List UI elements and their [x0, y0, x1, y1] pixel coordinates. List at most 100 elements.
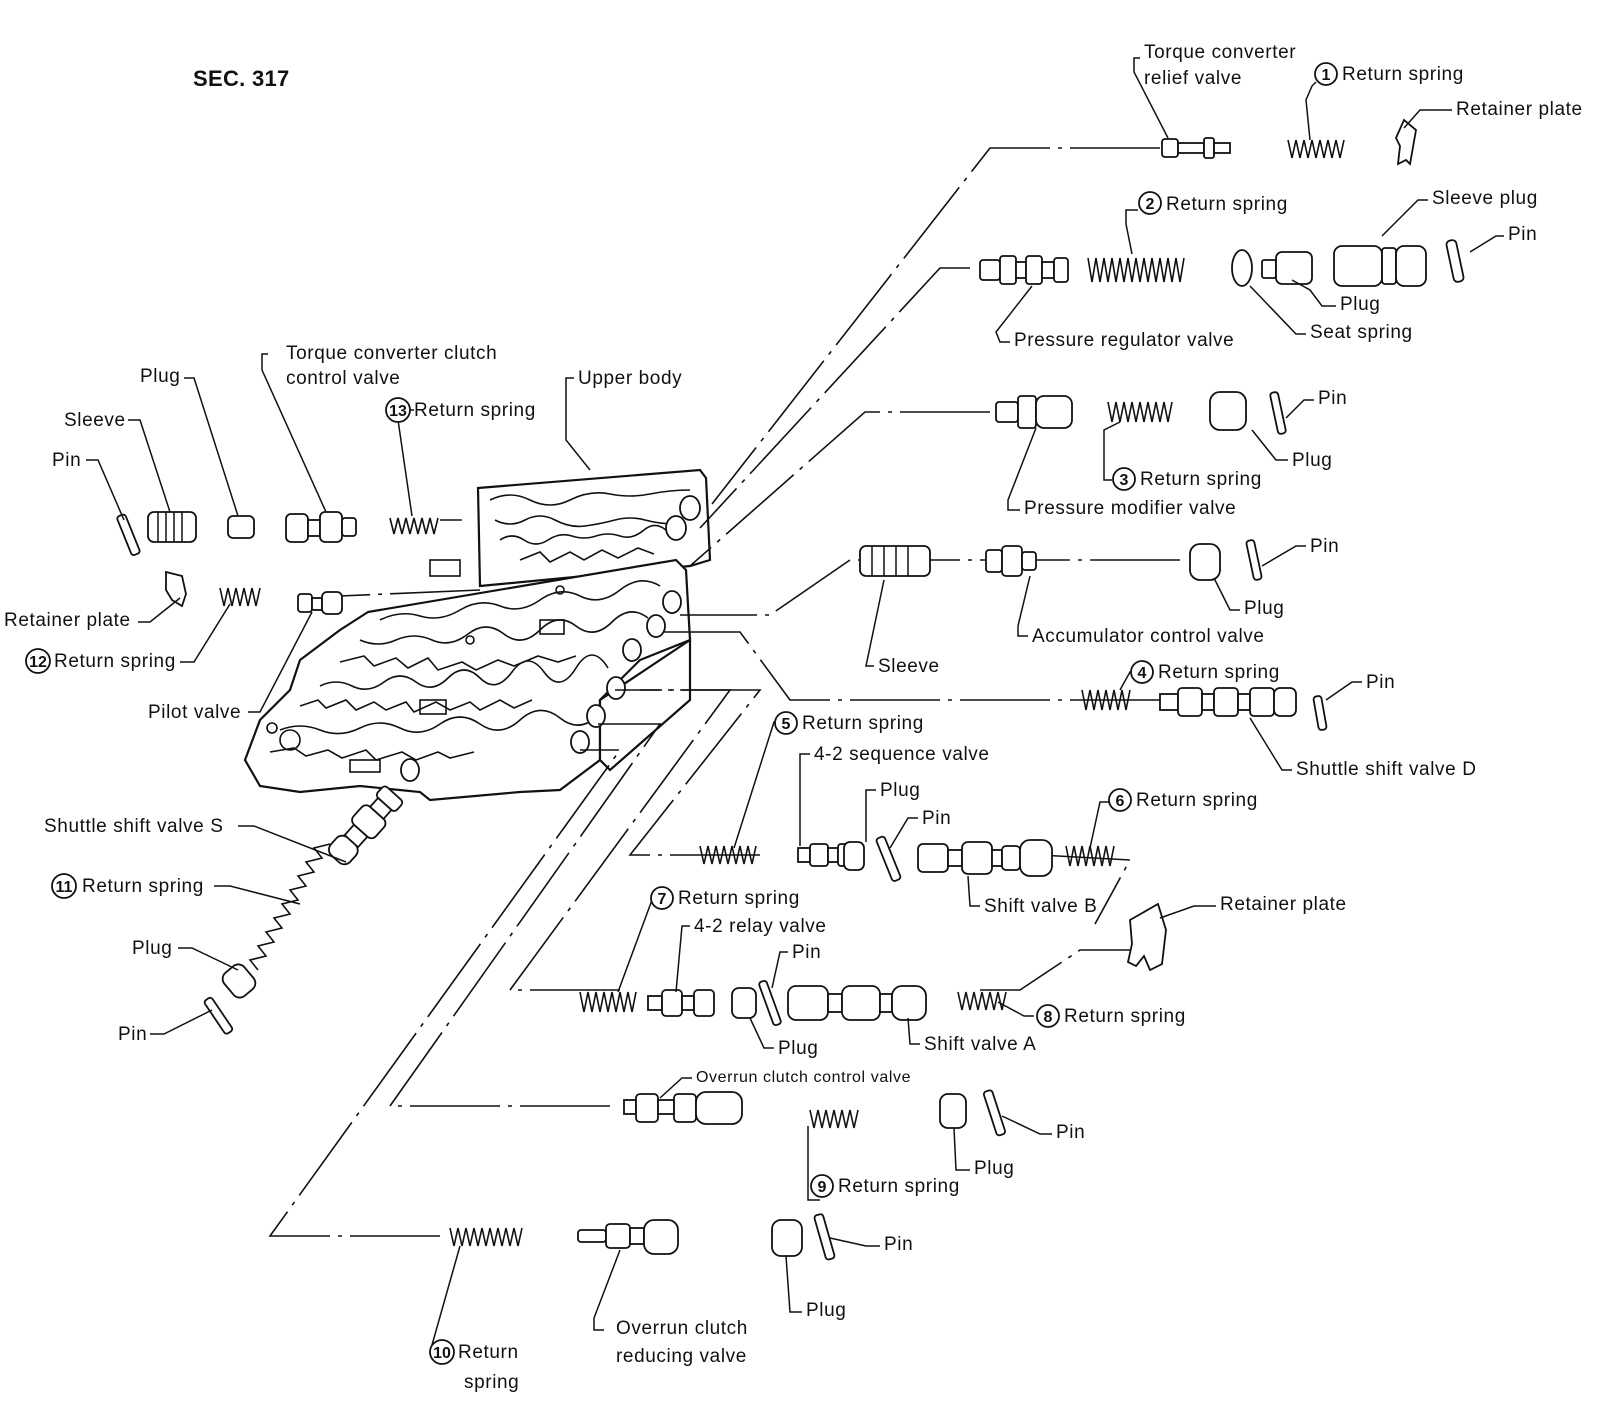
pin-pressure-modifier — [1269, 391, 1287, 435]
badge-4: 4 — [1130, 660, 1154, 684]
return-spring-6 — [1065, 845, 1115, 867]
return-spring-11 — [248, 843, 331, 971]
label-return-spring-10-1: Return — [458, 1342, 519, 1363]
label-overrun-clutch-reducing-1: Overrun clutch — [616, 1318, 748, 1339]
label-return-spring-5: Return spring — [802, 713, 924, 734]
badge-9: 9 — [810, 1174, 834, 1198]
label-sleeve-accumulator: Sleeve — [878, 656, 940, 677]
label-pressure-modifier-valve: Pressure modifier valve — [1024, 498, 1236, 519]
pin-relay — [758, 979, 782, 1027]
plug-sequence — [843, 841, 865, 871]
label-pin-overrun: Pin — [1056, 1122, 1085, 1143]
label-plug-shuttle-s: Plug — [132, 938, 172, 959]
label-return-spring-3: Return spring — [1140, 469, 1262, 490]
shuttle-shift-valve-s — [328, 785, 404, 866]
svg-text:3: 3 — [1120, 472, 1129, 489]
accumulator-sleeve — [859, 545, 931, 577]
pin-overrun — [982, 1089, 1006, 1137]
label-plug-relay: Plug — [778, 1038, 818, 1059]
pilot-valve — [297, 591, 343, 615]
svg-text:1: 1 — [1322, 67, 1331, 84]
pin-shuttle-s — [203, 996, 234, 1035]
label-return-spring-13: Return spring — [414, 400, 536, 421]
assembly-center-lines — [268, 147, 1180, 1237]
label-retainer-plate-left: Retainer plate — [4, 610, 131, 631]
plug-reducing — [771, 1219, 803, 1257]
badge-7: 7 — [650, 886, 674, 910]
plug-left — [227, 515, 255, 539]
badge-6: 6 — [1108, 788, 1132, 812]
shuttle-shift-valve-d — [1159, 687, 1297, 717]
pin-reducing — [813, 1213, 836, 1261]
label-return-spring-12: Return spring — [54, 651, 176, 672]
badge-1: 1 — [1314, 62, 1338, 86]
label-sequence-valve-4-2: 4-2 sequence valve — [814, 744, 990, 765]
return-spring-9 — [809, 1109, 859, 1129]
label-pin-pressure-modifier: Pin — [1318, 388, 1347, 409]
label-torque-converter-clutch-2: control valve — [286, 368, 400, 389]
label-relay-valve-4-2: 4-2 relay valve — [694, 916, 827, 937]
label-plug-reducing: Plug — [806, 1300, 846, 1321]
plug-accumulator — [1189, 543, 1221, 581]
label-overrun-clutch-control-valve: Overrun clutch control valve — [696, 1069, 911, 1086]
label-upper-body: Upper body — [578, 368, 682, 389]
pin-top — [1445, 239, 1465, 283]
label-overrun-clutch-reducing-2: reducing valve — [616, 1346, 747, 1367]
plug-relay — [731, 987, 757, 1019]
label-pin-sequence: Pin — [922, 808, 951, 829]
svg-text:8: 8 — [1044, 1009, 1053, 1026]
label-sleeve-left: Sleeve — [64, 410, 126, 431]
svg-text:5: 5 — [782, 716, 791, 733]
badge-3: 3 — [1112, 467, 1136, 491]
label-torque-converter-relief-2: relief valve — [1144, 68, 1242, 89]
overrun-clutch-reducing-valve — [577, 1219, 679, 1255]
badge-11: 11 — [51, 873, 77, 899]
label-return-spring-8: Return spring — [1064, 1006, 1186, 1027]
label-return-spring-10-2: spring — [464, 1372, 519, 1393]
svg-text:10: 10 — [433, 1345, 451, 1362]
plug-shuttle-s — [221, 963, 257, 999]
return-spring-8 — [957, 991, 1007, 1011]
label-retainer-plate-top: Retainer plate — [1456, 99, 1583, 120]
label-pin-shuttle-d: Pin — [1366, 672, 1395, 693]
badge-10: 10 — [429, 1339, 455, 1365]
torque-converter-clutch-control-valve — [285, 511, 357, 543]
label-return-spring-7: Return spring — [678, 888, 800, 909]
return-spring-13 — [389, 517, 439, 535]
pin-sequence — [875, 835, 902, 882]
label-seat-spring: Seat spring — [1310, 322, 1413, 343]
retainer-plate-mid — [1126, 902, 1167, 972]
relay-valve-4-2 — [647, 989, 715, 1017]
return-spring-7 — [579, 991, 637, 1013]
return-spring-3 — [1107, 401, 1173, 423]
svg-text:7: 7 — [658, 891, 667, 908]
badge-5: 5 — [774, 711, 798, 735]
return-spring-10 — [449, 1227, 523, 1247]
badge-13: 13 — [385, 397, 411, 423]
label-plug-accumulator: Plug — [1244, 598, 1284, 619]
callout-number-badges: 1 2 3 4 5 6 7 8 9 10 11 12 13 — [25, 62, 1338, 1365]
return-spring-12 — [219, 587, 261, 607]
label-pin-relay: Pin — [792, 942, 821, 963]
label-sleeve-plug: Sleeve plug — [1432, 188, 1538, 209]
pin-shuttle-d — [1312, 695, 1328, 731]
plug-pressure-modifier — [1209, 391, 1247, 431]
plug-pressure-regulator — [1261, 251, 1313, 285]
overrun-clutch-control-valve — [623, 1091, 743, 1125]
label-return-spring-6: Return spring — [1136, 790, 1258, 811]
label-torque-converter-clutch-1: Torque converter clutch — [286, 343, 497, 364]
svg-text:11: 11 — [56, 879, 73, 896]
label-pin-reducing: Pin — [884, 1234, 913, 1255]
label-plug-pressure-modifier: Plug — [1292, 450, 1332, 471]
svg-text:4: 4 — [1138, 665, 1147, 682]
upper-body-casting — [243, 468, 712, 802]
label-torque-converter-relief-1: Torque converter — [1144, 42, 1296, 63]
plug-overrun — [939, 1093, 967, 1129]
retainer-plate-left — [165, 570, 187, 608]
label-plug-pressure-regulator: Plug — [1340, 294, 1380, 315]
label-plug-sequence: Plug — [880, 780, 920, 801]
shift-valve-b — [917, 839, 1053, 877]
sleeve-plug — [1333, 245, 1427, 287]
pressure-modifier-valve — [995, 395, 1073, 429]
badge-2: 2 — [1138, 191, 1162, 215]
